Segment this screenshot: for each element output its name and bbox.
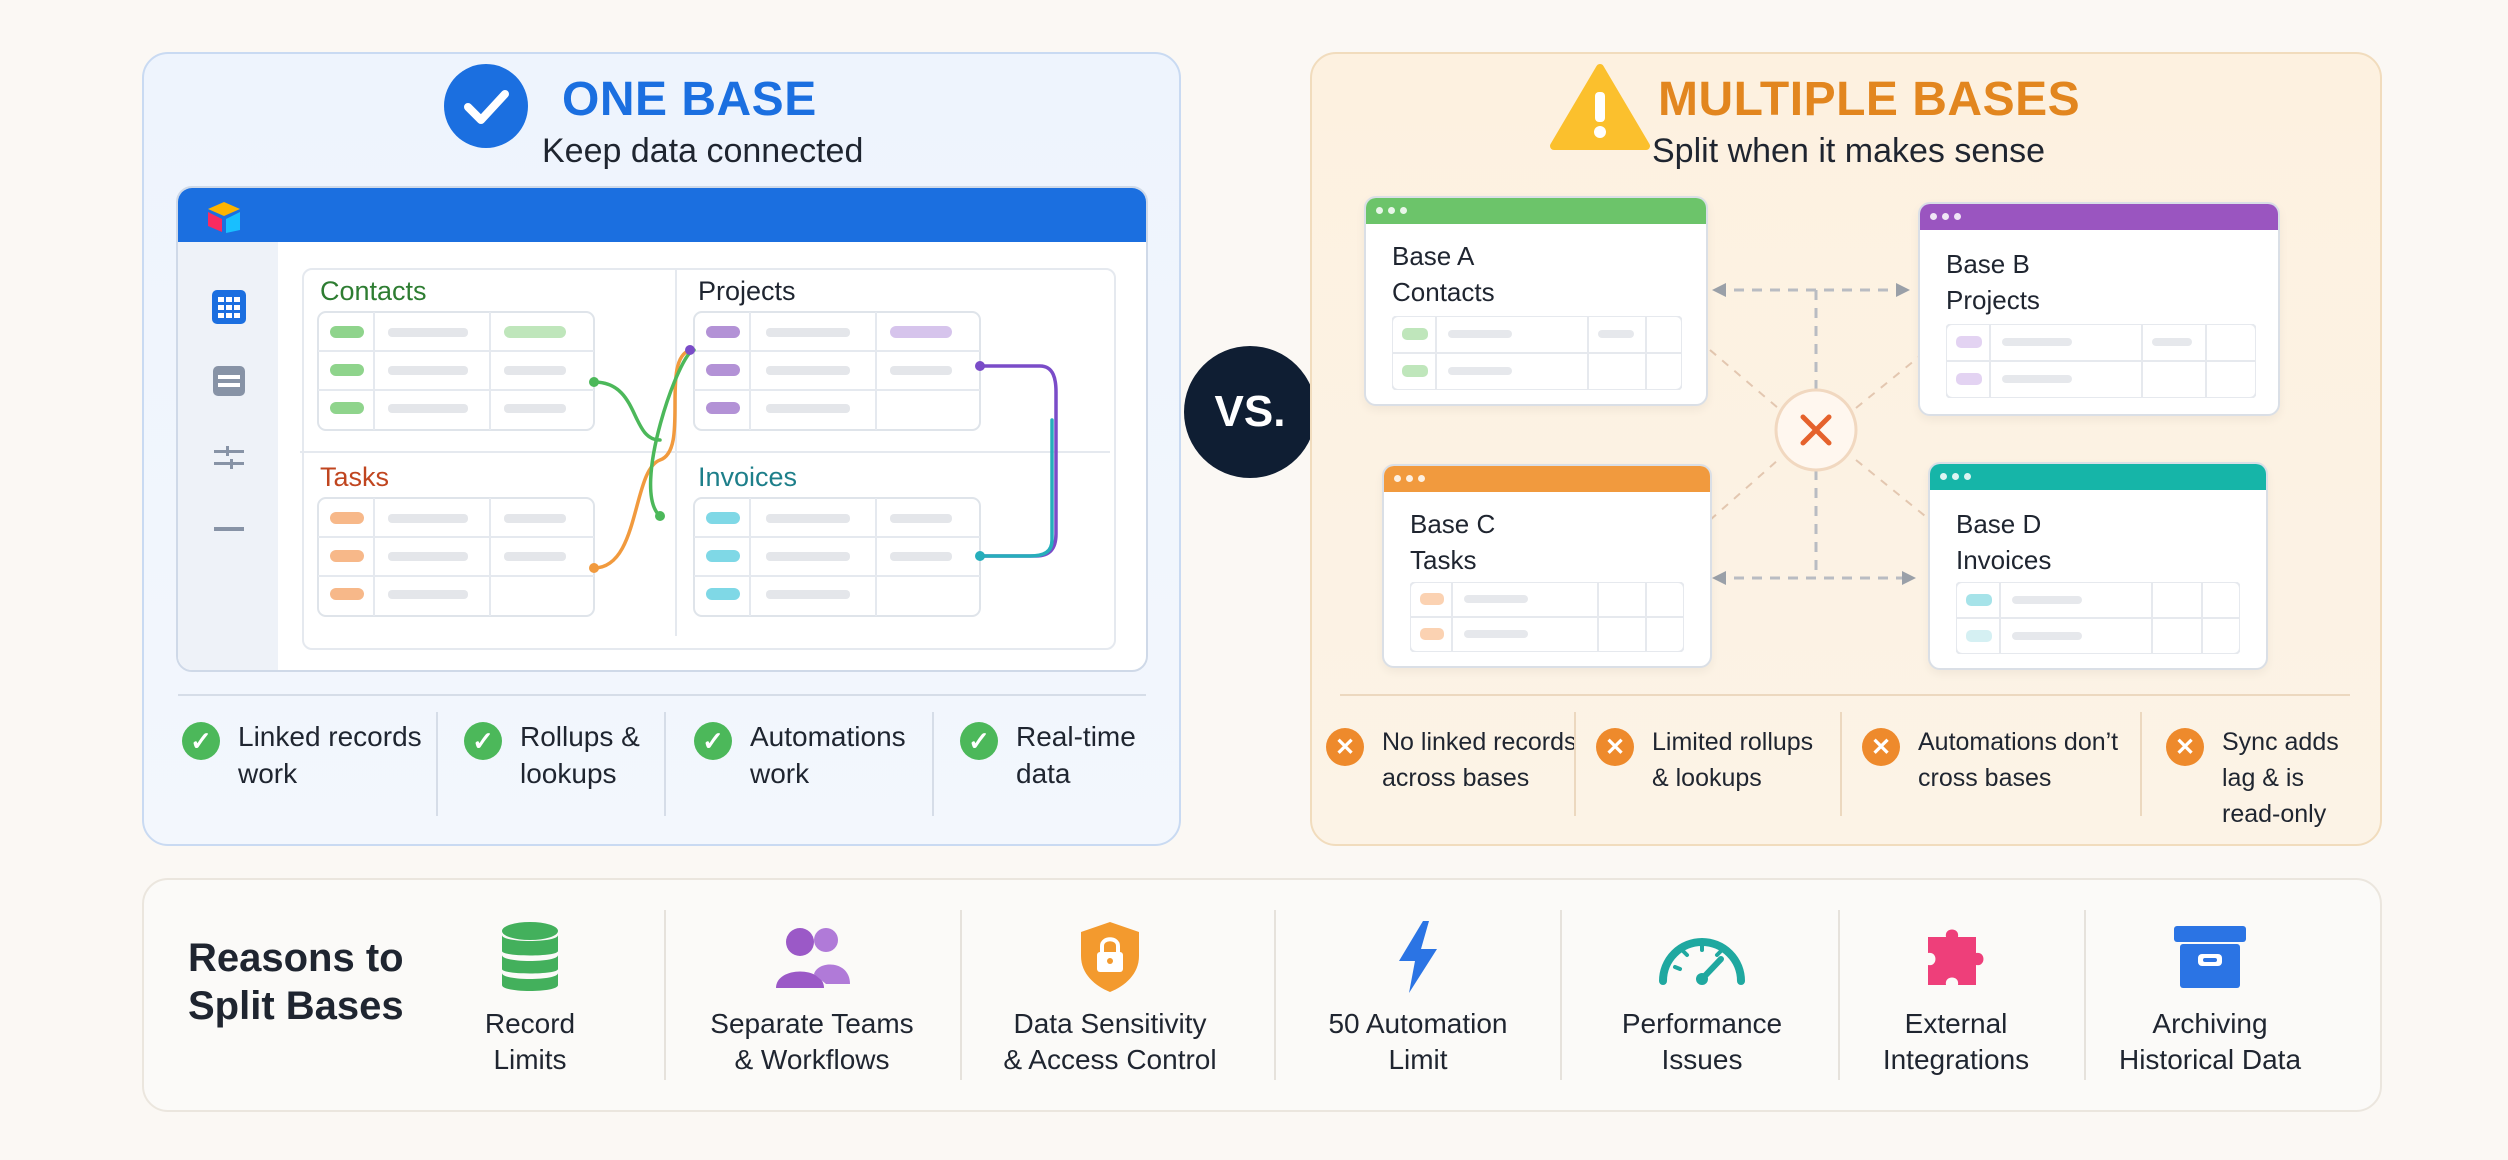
- base-connectors: [1709, 283, 1931, 585]
- divider: [1560, 910, 1562, 1080]
- invoices-table: [693, 497, 981, 617]
- feature-realtime: ✓ Real-time data: [960, 718, 1136, 808]
- lock-shield-icon: [1081, 922, 1139, 992]
- check-badge-icon: [444, 64, 528, 148]
- divider: [932, 712, 934, 816]
- divider: [664, 712, 666, 816]
- reason-external-integrations: External Integrations: [1826, 918, 2086, 1078]
- projects-table: [693, 311, 981, 431]
- minus-icon[interactable]: [212, 524, 246, 534]
- check-icon: ✓: [694, 722, 732, 760]
- archive-icon: [2174, 926, 2246, 988]
- lightning-icon: [1399, 921, 1437, 993]
- vs-label: VS.: [1214, 387, 1286, 436]
- table-label-contacts: Contacts: [320, 276, 427, 306]
- app-logo-icon: [208, 202, 240, 233]
- reasons-title: Reasons to Split Bases: [188, 936, 404, 1028]
- divider: [2084, 910, 2086, 1080]
- feature-limited-rollups: ✕ Limited rollups & lookups: [1596, 724, 1813, 814]
- divider: [1574, 712, 1576, 816]
- x-icon: ✕: [2166, 728, 2204, 766]
- reason-performance: Performance Issues: [1572, 918, 1832, 1078]
- database-icon: [502, 922, 558, 991]
- users-icon: [776, 928, 850, 988]
- table-label-tasks: Tasks: [320, 462, 390, 492]
- divider: [664, 910, 666, 1080]
- feature-rollups: ✓ Rollups & lookups: [464, 718, 640, 808]
- tasks-table: [317, 497, 595, 617]
- one-base-divider: [178, 694, 1146, 696]
- base-a-label: Base A Contacts: [1392, 241, 1495, 307]
- divider: [2140, 712, 2142, 816]
- reason-data-sensitivity: Data Sensitivity & Access Control: [980, 918, 1240, 1078]
- base-d-label: Base D Invoices: [1956, 509, 2052, 575]
- divider: [960, 910, 962, 1080]
- reason-separate-teams: Separate Teams & Workflows: [682, 918, 942, 1078]
- table-label-invoices: Invoices: [698, 462, 798, 492]
- reason-archiving: Archiving Historical Data: [2080, 918, 2340, 1078]
- divider: [1274, 910, 1276, 1080]
- x-icon: ✕: [1326, 728, 1364, 766]
- base-a-window: Base A Contacts: [1364, 196, 1708, 406]
- check-icon: ✓: [464, 722, 502, 760]
- filter-icon[interactable]: [212, 444, 246, 474]
- one-base-title: ONE BASE: [562, 73, 817, 126]
- reasons-panel: [142, 878, 2382, 1112]
- divider: [1838, 910, 1840, 1080]
- feature-automations-no-cross: ✕ Automations don’t cross bases: [1862, 724, 2118, 814]
- warning-icon: [1550, 64, 1650, 150]
- puzzle-icon: [1928, 929, 1984, 985]
- reason-record-limits: Record Limits: [400, 918, 660, 1078]
- base-d-window: Base D Invoices: [1928, 462, 2268, 670]
- x-center-icon: [1800, 414, 1832, 446]
- feature-linked-records: ✓ Linked records work: [182, 718, 422, 808]
- base-c-window: Base C Tasks: [1382, 464, 1712, 668]
- feature-automations: ✓ Automations work: [694, 718, 906, 808]
- base-b-window: Base B Projects: [1918, 202, 2280, 416]
- feature-sync-lag: ✕ Sync adds lag & is read-only: [2166, 724, 2339, 828]
- one-base-subtitle: Keep data connected: [542, 132, 864, 170]
- vs-badge: VS.: [1184, 346, 1316, 478]
- gauge-icon: [1659, 938, 1745, 985]
- check-icon: ✓: [960, 722, 998, 760]
- feature-no-linked-records: ✕ No linked records across bases: [1326, 724, 1577, 814]
- x-icon: ✕: [1596, 728, 1634, 766]
- reason-automation-limit: 50 Automation Limit: [1288, 918, 1548, 1078]
- linked-tables-diagram: [300, 268, 1110, 636]
- x-icon: ✕: [1862, 728, 1900, 766]
- connector-dots: [589, 345, 985, 573]
- app-titlebar: [178, 188, 1146, 242]
- base-b-label: Base B Projects: [1946, 249, 2040, 315]
- multiple-bases-subtitle: Split when it makes sense: [1652, 132, 2046, 170]
- table-label-projects: Projects: [698, 276, 796, 306]
- check-icon: ✓: [182, 722, 220, 760]
- content-frame: [302, 268, 1116, 650]
- multiple-bases-title: MULTIPLE BASES: [1658, 73, 2081, 126]
- contacts-table: [317, 311, 595, 431]
- grid-view-icon[interactable]: [210, 288, 248, 326]
- base-c-label: Base C Tasks: [1410, 509, 1496, 575]
- divider: [436, 712, 438, 816]
- multiple-bases-divider: [1340, 694, 2350, 696]
- divider: [1840, 712, 1842, 816]
- list-view-icon[interactable]: [210, 362, 248, 400]
- link-connectors: [592, 348, 1058, 570]
